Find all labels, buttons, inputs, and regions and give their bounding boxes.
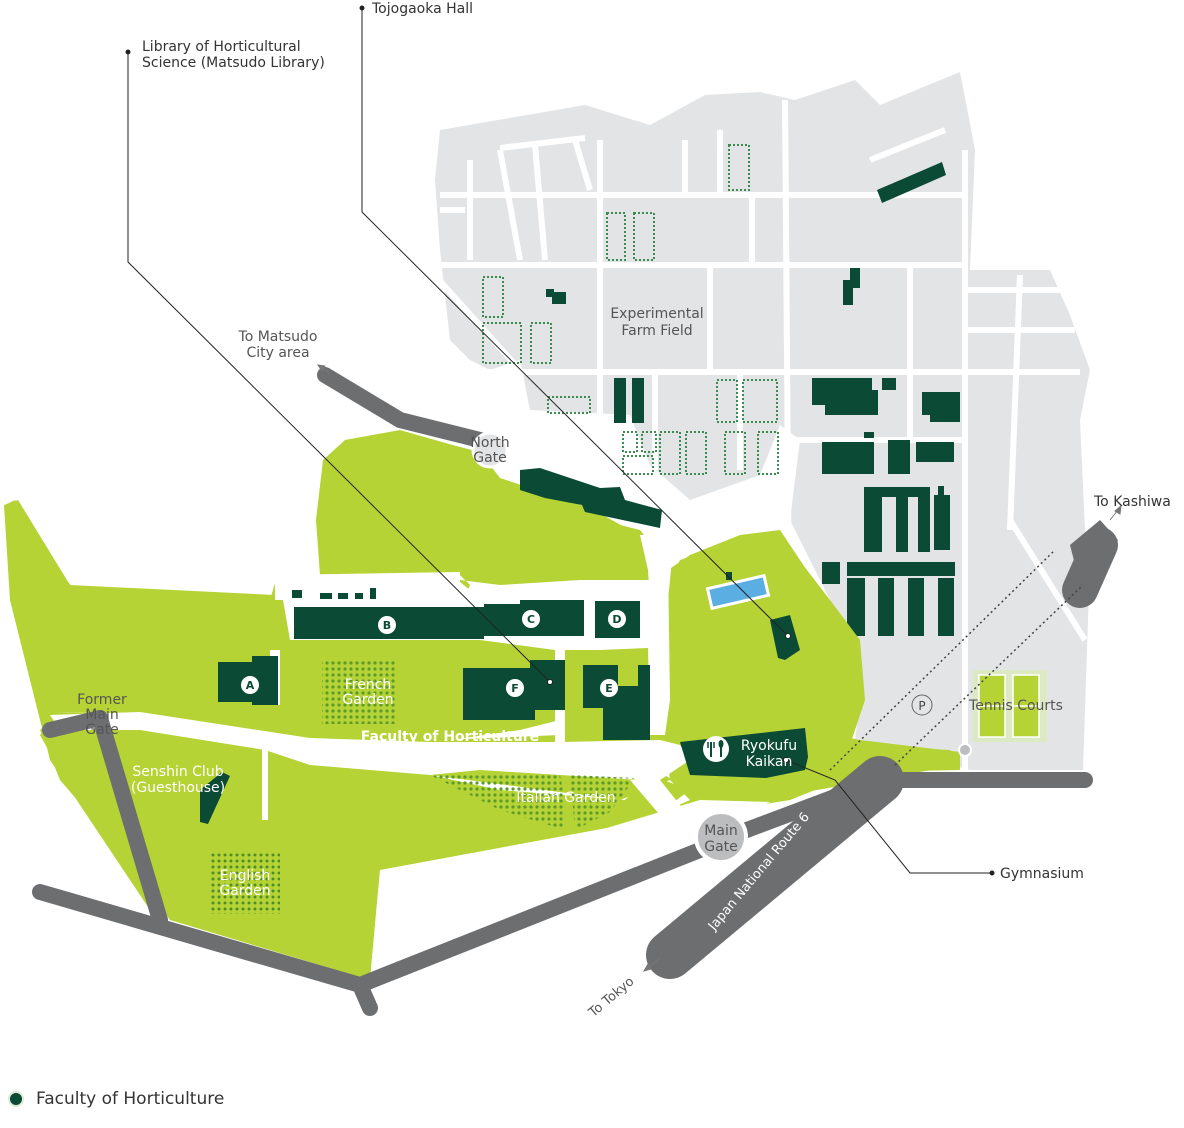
label-faculty-area: Faculty of Horticulture [361,729,539,745]
marker-c: C [527,613,535,626]
label-italian-garden: Itallan Garden [516,790,615,806]
label-library-line2: Science (Matsudo Library) [142,55,325,71]
label-main-gate-line2: Gate [704,839,738,855]
label-library-line1: Library of Horticultural [142,39,301,55]
legend: Faculty of Horticulture [8,1086,224,1112]
italian-garden-plots [430,775,635,830]
label-north-gate-line1: North [470,435,509,451]
label-former-line3: Gate [85,722,119,738]
legend-label: Faculty of Horticulture [36,1089,225,1109]
gate-circles [471,431,972,864]
tennis-courts [973,670,1047,742]
label-senshin-line1: Senshin Club [132,764,223,780]
kashiwa-road [1070,520,1118,592]
marker-d: D [612,613,621,626]
label-to-tokyo: To Tokyo [585,974,637,1021]
marker-b: B [383,619,391,632]
label-tennis-courts: Tennis Courts [968,698,1063,714]
label-ryokufu-line1: Ryokufu [741,738,797,754]
english-garden-plots [210,852,280,914]
label-tojogaoka-hall: Tojogaoka Hall [371,1,473,17]
label-english-line2: Garden [219,883,270,899]
label-former-line2: Main [85,707,118,723]
pool [705,573,771,611]
label-gymnasium: Gymnasium [1000,866,1084,882]
farm-dotted-plots [482,144,779,475]
fork-knife-icon [703,736,729,762]
farm-road-grid [427,99,1088,770]
label-french-line1: French [345,677,392,693]
direction-dotted-lines [829,549,1084,771]
label-former-line1: Former [77,692,127,708]
label-ryokufu-line2: Kaikan [746,754,793,770]
direction-arrows [316,364,1122,972]
label-senshin-line2: (Guesthouse) [131,780,225,796]
marker-f: F [511,682,519,695]
leader-dots [125,5,995,876]
label-experimental-line2: Farm Field [621,323,692,339]
parking-icon [911,694,933,716]
label-to-matsudo-line2: City area [246,345,309,361]
leader-ends [547,633,791,763]
french-garden-plots [322,660,396,724]
label-french-line2: Garden [342,692,393,708]
dark-green-dot-icon [8,1091,24,1107]
label-north-gate-line2: Gate [473,450,507,466]
parking-label: P [918,699,925,713]
label-to-kashiwa: To Kashiwa [1093,494,1171,510]
farm-buildings [546,162,960,636]
label-english-line1: English [220,868,271,884]
marker-e: E [605,682,613,695]
label-experimental-line1: Experimental [610,306,703,322]
building-markers [241,610,626,697]
marker-a: A [246,679,255,692]
label-main-gate-line1: Main [704,823,737,839]
label-to-matsudo-line1: To Matsudo [238,329,318,345]
leader-lines [127,8,992,874]
